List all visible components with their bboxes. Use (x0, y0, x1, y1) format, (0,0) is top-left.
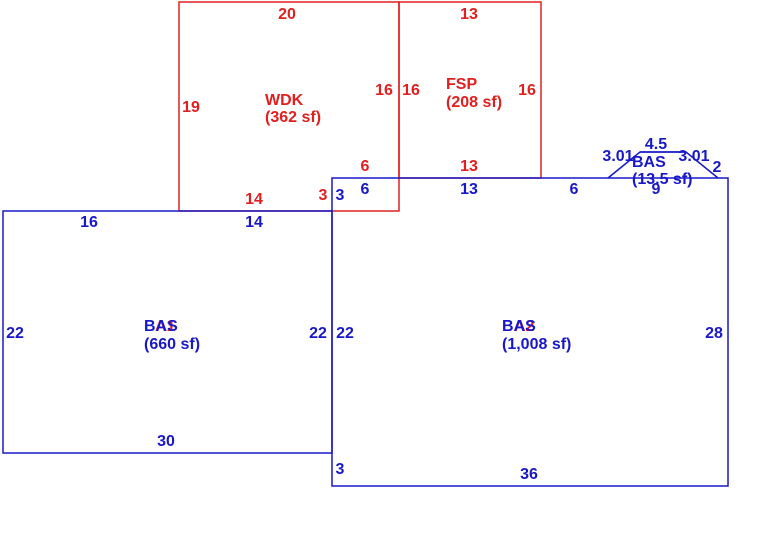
fsp-code: FSP (446, 76, 477, 93)
dim-left-top-a: 16 (80, 214, 98, 231)
right-bas-outline (331, 177, 729, 487)
dim-wdk-right: 16 (375, 82, 393, 99)
bay-area: (13.5 sf) (632, 171, 692, 188)
wdk-code: WDK (265, 92, 304, 109)
dim-fsp-bottom: 13 (460, 158, 478, 175)
dim-left-bottom: 30 (157, 433, 175, 450)
dim-right-top-a: 6 (361, 181, 370, 198)
dim-wdk-notch: 3 (319, 187, 328, 204)
dim-wdk-top: 20 (278, 6, 296, 23)
dim-right-notch-bottom: 3 (336, 461, 345, 478)
dim-left-top-b: 14 (245, 214, 263, 231)
dim-bay-top: 4.5 (645, 136, 667, 153)
dim-right-top-c: 6 (570, 181, 579, 198)
dim-right-bottom: 36 (520, 466, 538, 483)
left-code-blue: BAS (144, 318, 178, 335)
dim-fsp-right: 16 (518, 82, 536, 99)
dim-bay-left: 3.01 (602, 148, 633, 165)
dim-bay-right: 3.01 (678, 148, 709, 165)
right-code-blue: BAS (502, 318, 536, 335)
left-code-red: A1 (155, 318, 176, 335)
dim-right-right: 28 (705, 325, 723, 342)
bay-code: BAS (632, 154, 666, 171)
dim-wdk-bottom-left: 14 (245, 191, 263, 208)
dim-bay-base: 9 (652, 181, 661, 198)
wdk-area: (362 sf) (265, 109, 321, 126)
dim-left-right: 22 (309, 325, 327, 342)
dim-fsp-top: 13 (460, 6, 478, 23)
right-area: (1,008 sf) (502, 336, 571, 353)
left-area: (660 sf) (144, 336, 200, 353)
dim-fsp-left: 16 (402, 82, 420, 99)
dim-right-left: 22 (336, 325, 354, 342)
dim-wdk-bottom-right: 6 (361, 158, 370, 175)
dim-bay-side: 2 (713, 159, 722, 176)
fsp-area: (208 sf) (446, 94, 502, 111)
dim-right-notch-top: 3 (336, 187, 345, 204)
right-code-red: A2 (514, 318, 535, 335)
dim-left-left: 22 (6, 325, 24, 342)
dim-wdk-left: 19 (182, 99, 200, 116)
dim-right-top-b: 13 (460, 181, 478, 198)
